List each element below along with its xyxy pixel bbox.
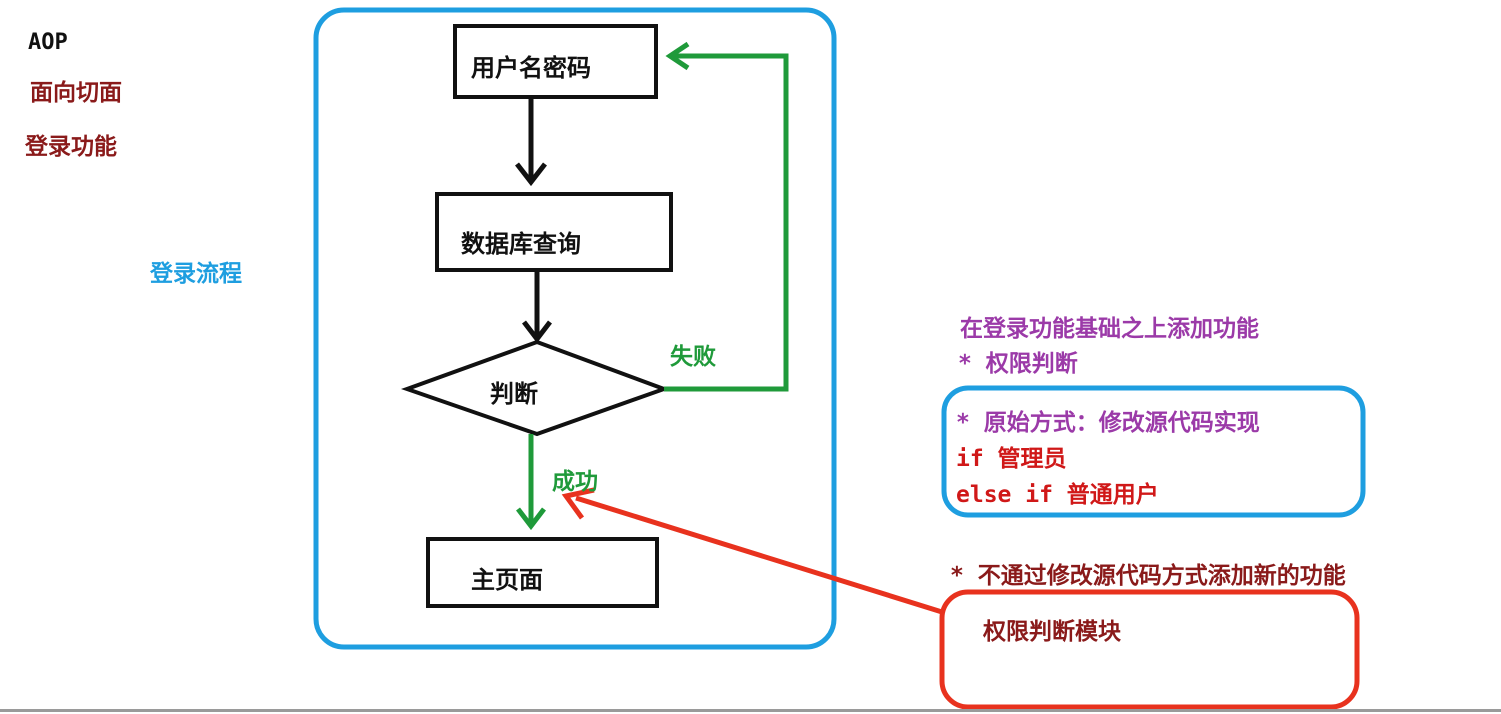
- success-label: 成功: [552, 469, 598, 495]
- original-method-box: [941, 385, 1366, 518]
- permission-module-label: 权限判断模块: [983, 619, 1121, 645]
- if-admin-note: if 管理员: [956, 446, 1067, 472]
- module-arrowhead: [561, 487, 595, 520]
- credentials-box: [453, 24, 658, 99]
- credentials-text: 用户名密码: [471, 54, 591, 82]
- intro-note: 在登录功能基础之上添加功能: [960, 316, 1259, 342]
- db-query-text: 数据库查询: [461, 230, 581, 258]
- fail-path: [664, 53, 789, 392]
- fail-arrowhead: [665, 41, 690, 71]
- bottom-divider: [0, 709, 1501, 712]
- login-flow-frame: [313, 7, 837, 650]
- aspect-label: 面向切面: [30, 80, 122, 106]
- db-query-box: [435, 192, 673, 272]
- no-modify-note: * 不通过修改源代码方式添加新的功能: [950, 563, 1346, 589]
- permission-check-note: * 权限判断: [958, 351, 1078, 377]
- home-page-text: 主页面: [471, 566, 543, 594]
- success-arrowhead: [516, 507, 546, 531]
- decision-text: 判断: [490, 380, 538, 408]
- arrowhead-db-to-decision: [522, 320, 552, 344]
- module-to-success-arrow: [575, 495, 943, 615]
- aop-title: AOP: [28, 30, 68, 55]
- else-if-user-note: else if 普通用户: [956, 482, 1159, 508]
- original-method-note: * 原始方式：修改源代码实现: [956, 410, 1260, 436]
- login-feature-label: 登录功能: [25, 134, 117, 160]
- arrowhead-credentials-to-db: [515, 162, 547, 187]
- fail-label: 失败: [670, 344, 716, 370]
- home-page-box: [426, 537, 659, 608]
- login-flow-label: 登录流程: [150, 261, 242, 287]
- permission-module-box: [939, 589, 1360, 710]
